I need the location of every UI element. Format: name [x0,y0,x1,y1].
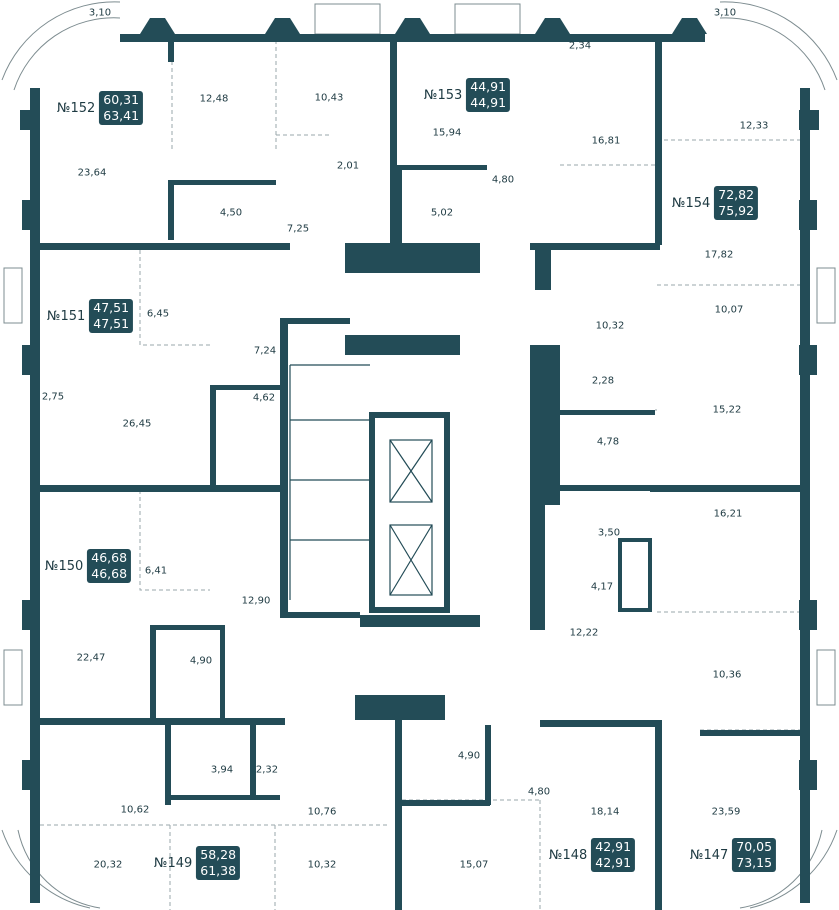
room-area: 18,14 [590,806,620,818]
room-area: 4,80 [491,174,515,186]
apartment-number: №150 [44,558,84,574]
room-area: 16,21 [713,508,743,520]
room-area: 6,45 [146,308,170,320]
room-area: 4,90 [189,655,213,667]
room-area: 15,94 [432,127,462,139]
room-area: 15,07 [459,859,489,871]
room-area: 12,22 [569,627,599,639]
room-area: 2,32 [255,764,279,776]
room-area: 4,50 [219,207,243,219]
room-area: 16,81 [591,135,621,147]
room-area: 7,25 [286,223,310,235]
room-area: 4,78 [596,436,620,448]
room-area: 4,17 [590,581,614,593]
room-area: 12,48 [199,93,229,105]
room-area: 12,90 [241,595,271,607]
apartment-number: №153 [423,87,463,103]
room-area: 12,33 [739,120,769,132]
room-area: 5,02 [430,207,454,219]
room-area: 26,45 [122,418,152,430]
room-area: 10,32 [595,320,625,332]
apartment-number: №152 [56,100,96,116]
room-area: 7,24 [253,345,277,357]
room-area: 2,01 [336,160,360,172]
room-area: 10,62 [120,804,150,816]
balcony-area-label: 2,34 [568,40,592,52]
balcony-area-label: 3,10 [713,7,737,19]
room-area: 3,50 [597,527,621,539]
room-area: 4,62 [252,392,276,404]
apartment-number: №147 [689,847,729,863]
apartment-number: №148 [548,847,588,863]
apartment-number: №151 [46,308,86,324]
room-area: 20,32 [93,859,123,871]
apartment-number: №149 [153,855,193,871]
room-area: 6,41 [144,565,168,577]
room-area: 10,76 [307,806,337,818]
balcony-area-label: 3,10 [88,7,112,19]
room-area: 17,82 [704,249,734,261]
apartment-number: №154 [671,195,711,211]
balcony-154 [719,1,838,91]
room-area: 3,94 [210,764,234,776]
room-area: 22,47 [76,652,106,664]
room-area: 4,80 [527,786,551,798]
room-area: 15,22 [712,404,742,416]
room-area: 23,64 [77,167,107,179]
room-area: 10,43 [314,92,344,104]
balcony-152 [1,1,121,91]
room-area: 4,90 [457,750,481,762]
room-area: 10,32 [307,859,337,871]
balcony-149 [1,829,101,909]
balcony-area-label: 2,75 [41,391,65,403]
room-area: 2,28 [591,375,615,387]
room-area: 10,36 [712,669,742,681]
room-area: 10,07 [714,304,744,316]
room-area: 23,59 [711,806,741,818]
